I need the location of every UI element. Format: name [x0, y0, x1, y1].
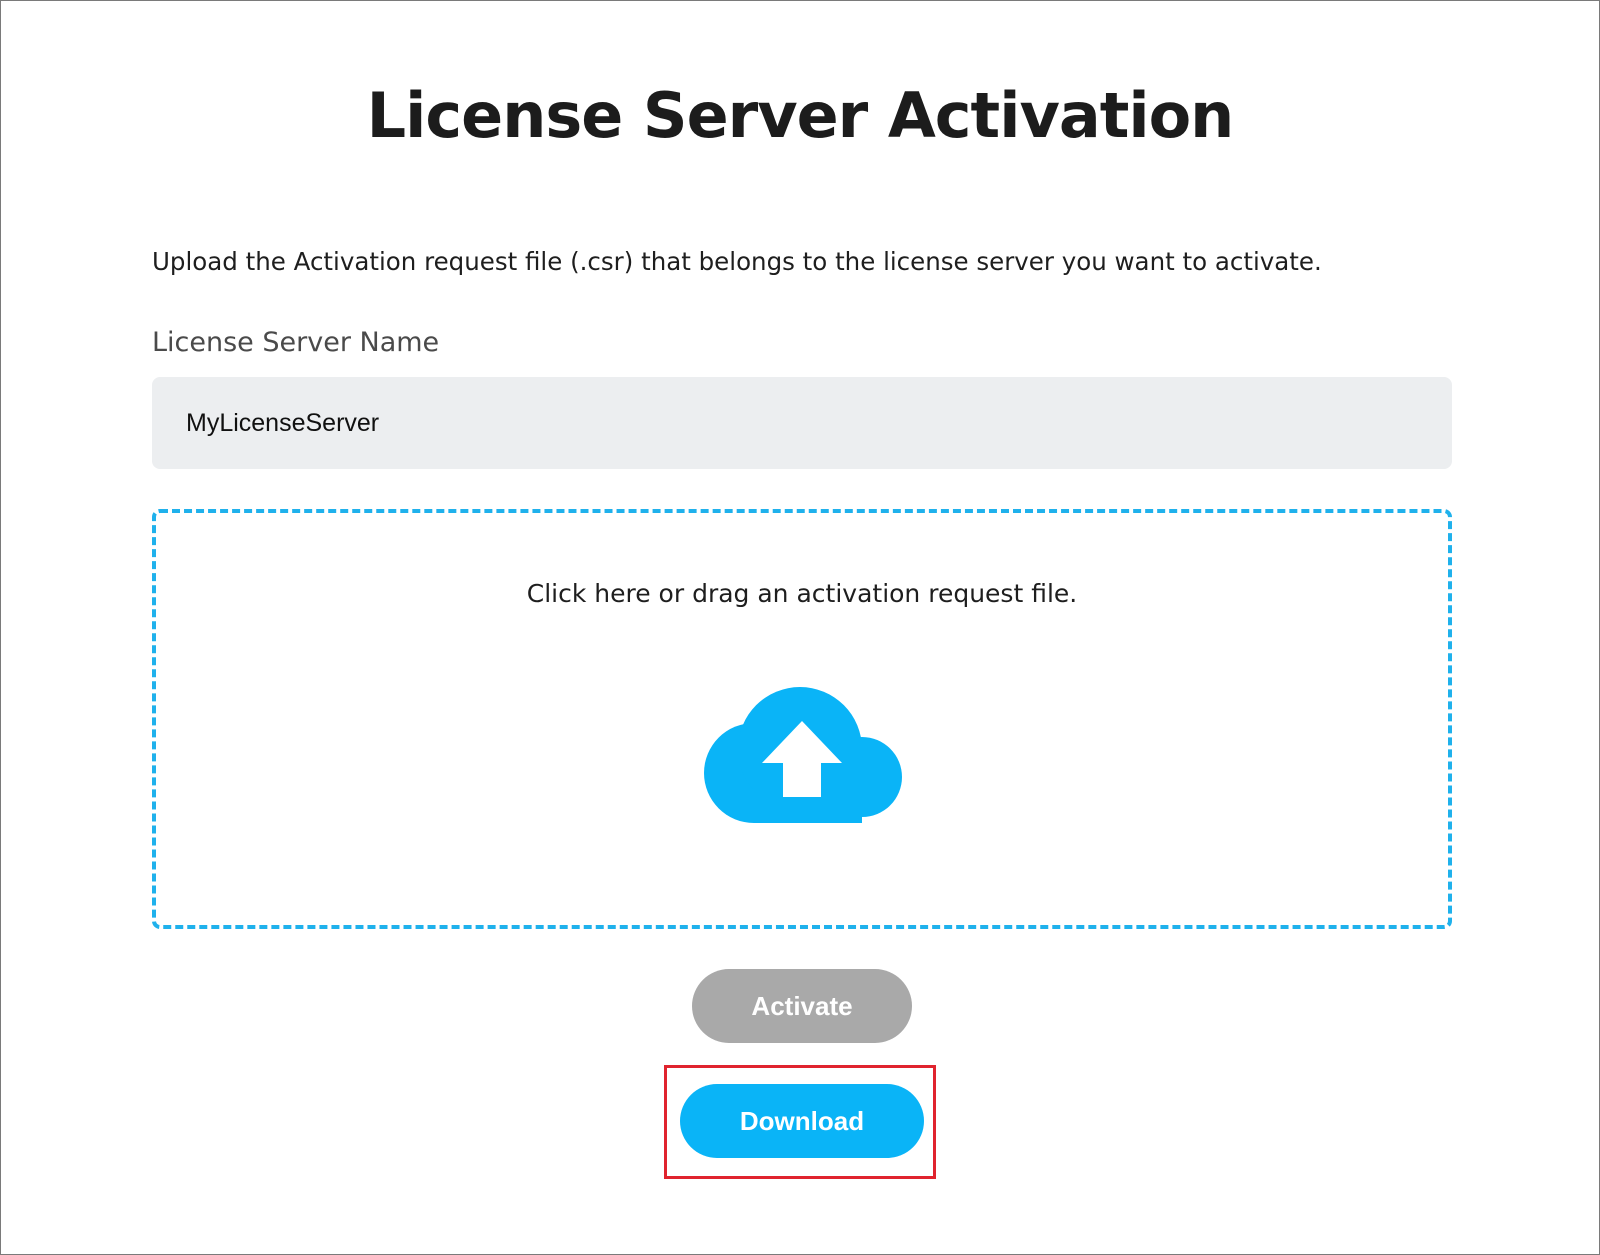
page-title: License Server Activation	[366, 79, 1235, 152]
dropzone-text: Click here or drag an activation request…	[526, 579, 1078, 608]
download-button[interactable]: Download	[680, 1084, 924, 1158]
activate-button[interactable]: Activate	[692, 969, 912, 1043]
license-server-name-label: License Server Name	[152, 327, 440, 358]
download-highlight-box	[664, 1065, 936, 1179]
license-server-name-field[interactable]: MyLicenseServer	[152, 377, 1452, 469]
cloud-upload-icon	[704, 687, 902, 823]
intro-text: Upload the Activation request file (.csr…	[152, 247, 1322, 276]
license-server-name-value: MyLicenseServer	[186, 408, 380, 437]
file-dropzone[interactable]: Click here or drag an activation request…	[152, 509, 1452, 929]
